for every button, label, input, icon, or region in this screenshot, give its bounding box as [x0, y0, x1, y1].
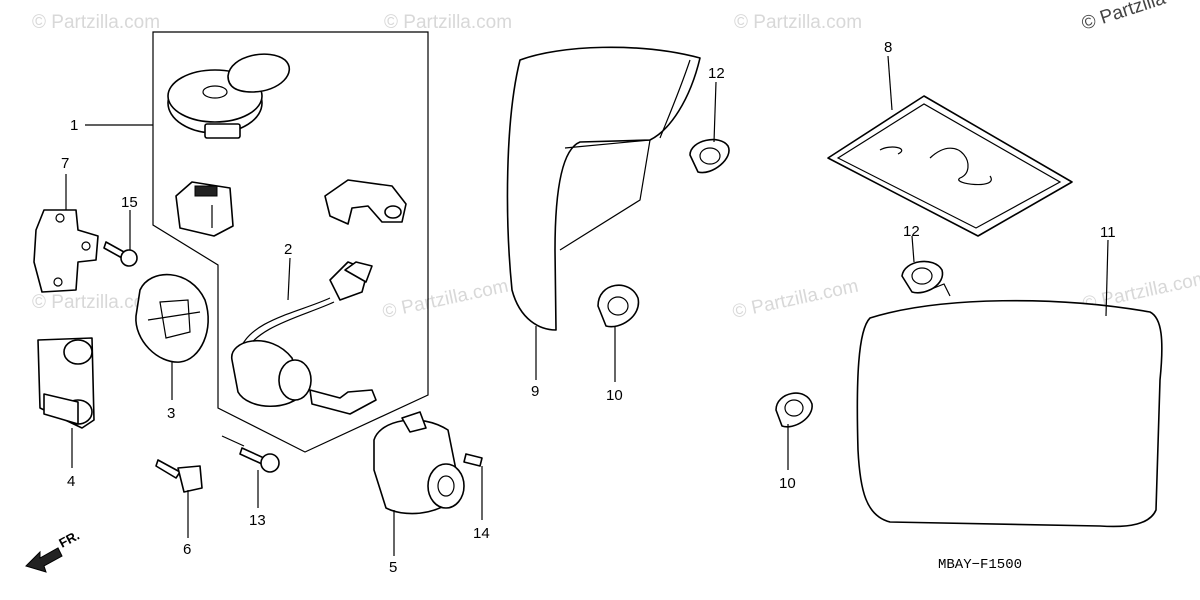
watermark-text: © Partzilla.com [734, 12, 862, 33]
lock-mechanism [135, 273, 209, 363]
callout-label: 2 [284, 241, 292, 258]
bolt [103, 241, 138, 267]
callout-label: 8 [884, 39, 892, 56]
watermark-text: © Partzilla.com [32, 292, 160, 313]
callout-label: 6 [183, 541, 191, 558]
watermark-text: © Partzilla.com [731, 276, 861, 323]
grommet [689, 138, 730, 174]
saddlebag-lid [506, 46, 701, 331]
hinge [37, 337, 95, 429]
callout-label: 10 [606, 387, 623, 404]
callout-label: 4 [67, 473, 75, 490]
grommet [901, 260, 944, 294]
ignition-switch [231, 261, 377, 415]
callout-label: 11 [1100, 224, 1116, 241]
callout-label: 12 [708, 65, 725, 82]
callout-label: 7 [61, 155, 69, 172]
watermark-text: © Partzilla.com [381, 276, 511, 323]
bracket-plate [33, 209, 99, 293]
callout-label: 10 [779, 475, 796, 492]
key [155, 459, 203, 493]
lock-cylinder-assembly [373, 411, 465, 515]
callout-labels: 1 2 3 4 5 6 7 8 9 10 10 11 12 12 13 14 1… [61, 39, 1116, 576]
callout-label: 13 [249, 512, 266, 529]
screw [239, 447, 280, 473]
small-screw [463, 453, 483, 467]
saddlebag-body [856, 283, 1163, 528]
callout-label: 14 [473, 525, 490, 542]
watermark-corner-text: © Partzilla [1079, 0, 1169, 35]
leader-lines [65, 55, 1109, 556]
front-label: FR. [56, 528, 82, 551]
lock-set-group-bracket [152, 31, 429, 453]
lock-clip [324, 179, 407, 225]
diagram-code: MBAY−F1500 [938, 557, 1022, 573]
callout-label: 3 [167, 405, 175, 422]
callout-label: 12 [903, 223, 920, 240]
grommet [597, 284, 640, 328]
callout-label: 15 [121, 194, 138, 211]
watermark-text: © Partzilla.com [384, 12, 512, 33]
callout-label: 5 [389, 559, 397, 576]
callout-label: 9 [531, 383, 539, 400]
fuel-cap-lock [167, 53, 291, 139]
liner-sheet [827, 95, 1073, 237]
front-direction-arrow: FR. [25, 528, 82, 573]
key-cylinder-block [175, 181, 234, 237]
callout-label: 1 [70, 117, 78, 134]
watermark-text: © Partzilla.com [32, 12, 160, 33]
grommet [775, 392, 813, 428]
